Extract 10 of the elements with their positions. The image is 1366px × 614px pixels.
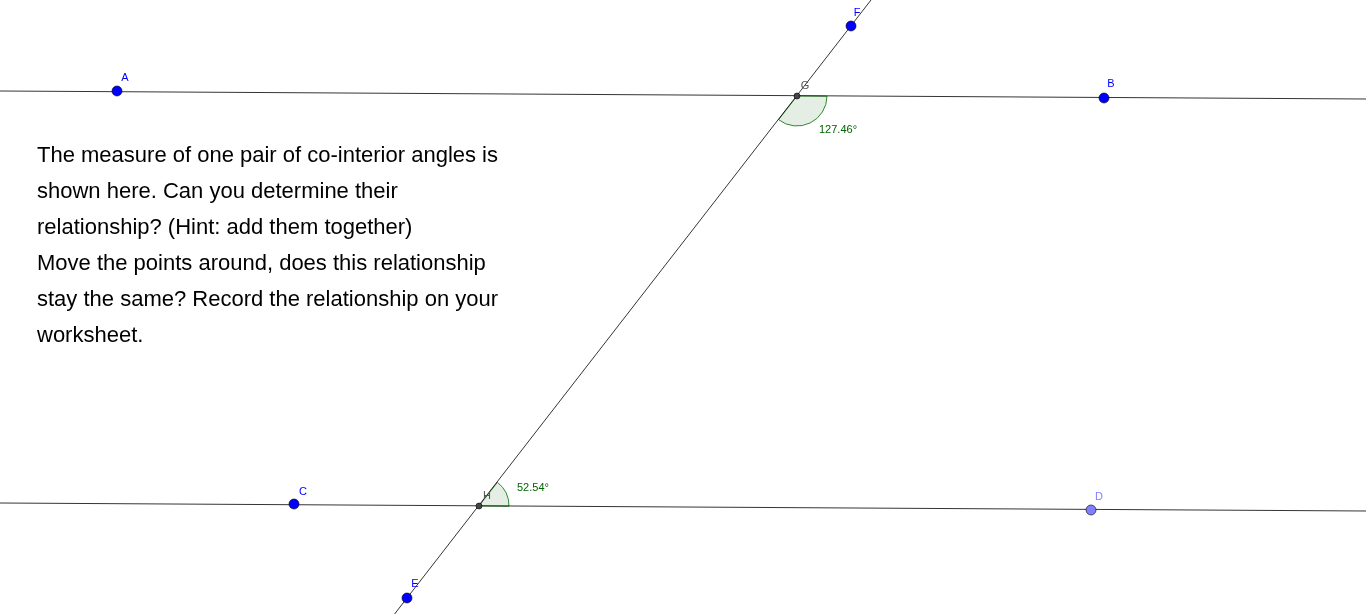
angle-measure: 52.54°	[517, 482, 549, 493]
point-label: E	[411, 577, 419, 589]
point-label: D	[1095, 490, 1103, 502]
angle-measure: 127.46°	[819, 124, 858, 135]
point-label: C	[299, 485, 307, 497]
point-label: A	[121, 71, 129, 83]
point-label: B	[1107, 77, 1115, 89]
point-label: F	[853, 6, 861, 18]
instruction-text: Move the points around, does this relationship stay the same? Record the relationship on your worksheet.	[37, 249, 500, 349]
instruction-text: The measure of one pair of co-interior angles is shown here. Can you determine their relationship? (Hint: add them together)	[37, 141, 499, 241]
